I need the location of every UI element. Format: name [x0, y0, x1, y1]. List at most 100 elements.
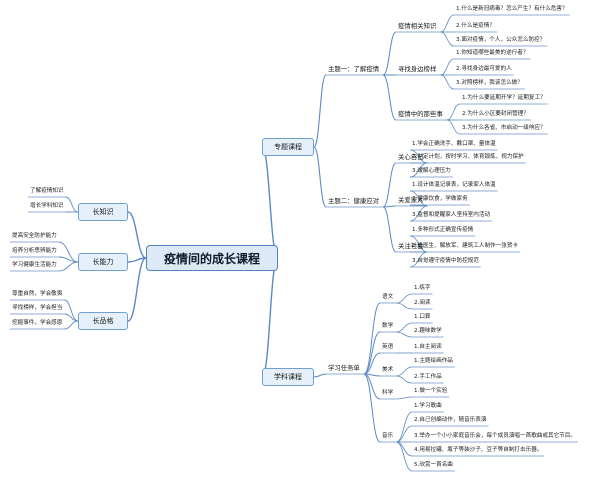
- subject-leaf: 2.趣味数学: [414, 327, 442, 334]
- subject-leaf: 1.学习歌曲: [414, 402, 442, 409]
- subject-leaf-connector: [396, 425, 413, 443]
- topic-leaf: 2.制定计划，按时学习、体育锻炼、视力保护: [412, 153, 524, 160]
- subject-leaf: 2.阅读: [414, 299, 431, 306]
- topic-leaf: 1.什么是新冠病毒？怎么产生？有什么危害？: [456, 5, 568, 12]
- group-connector: [382, 206, 397, 253]
- left-leaf-connector: [64, 320, 79, 330]
- group-label: 疫情中的那些事: [398, 110, 443, 119]
- theme-connector: [313, 146, 327, 208]
- topic-leaf-connector: [409, 190, 428, 207]
- root-topic: 疫情间的成长课程: [146, 245, 278, 271]
- left-leaf: 了解疫情知识: [30, 187, 64, 194]
- left-leaf: 培养分析思辨能力: [12, 247, 57, 254]
- subject-leaf: 3.举办一个小小家庭音乐会，每个成员演唱一首歌曲或其它节目。: [414, 432, 576, 439]
- subject-leaf: 1.自主阅读: [414, 343, 442, 350]
- left-leaf: 增长学科知识: [30, 202, 64, 209]
- subject-leaf-connector: [396, 375, 413, 384]
- topic-leaf: 1.学会正确洗手、戴口罩、量体温: [412, 140, 496, 147]
- topic-leaf: 3.为什么各省、市启动一级响应？: [462, 124, 546, 131]
- left-leaf: 尊重自然，学会敬畏: [12, 290, 63, 297]
- task-list-label: 学习任务单: [328, 364, 360, 373]
- topic-leaf: 2.健康饮食，学做家务: [412, 195, 468, 202]
- topic-leaf-connector: [409, 162, 428, 178]
- group-connector: [382, 74, 397, 121]
- subject-leaf-connector: [396, 441, 413, 472]
- group-label: 寻找身边榜样: [398, 65, 437, 74]
- subject-leaf-connector: [396, 366, 413, 377]
- right-branch-1: 学科课程: [262, 368, 314, 386]
- group-label: 关爱家人: [398, 196, 424, 205]
- subject-leaf: 5.欣赏一首名曲: [414, 461, 453, 468]
- subject-leaf: 2.自己创编动作，随音乐表演: [414, 416, 487, 423]
- subject-label: 科学: [382, 389, 394, 396]
- left-leaf-connector: [65, 196, 79, 213]
- subject-leaf: 1.练字: [414, 284, 431, 291]
- theme-connector: [313, 74, 327, 148]
- subject-leaf-connector: [396, 293, 413, 304]
- subject-label: 美术: [382, 366, 394, 373]
- subject-leaf-connector: [396, 411, 413, 443]
- left-branch-connector: [127, 257, 147, 322]
- topic-leaf-connector: [409, 251, 428, 268]
- task-list-connector: [313, 373, 327, 378]
- right-branch-0: 专题课程: [262, 138, 314, 156]
- topic-leaf: 2.给医生、解放军、建筑工人制作一张贺卡: [412, 242, 519, 249]
- subject-label: 音乐: [382, 432, 394, 439]
- subject-leaf-connector: [396, 441, 413, 457]
- subject-connector: [363, 352, 381, 375]
- subject-leaf-connector: [396, 396, 413, 400]
- topic-leaf-connector: [446, 119, 461, 135]
- left-leaf: 挖掘事件，学会感恩: [12, 319, 63, 326]
- subject-leaf-connector: [396, 322, 413, 333]
- topic-leaf: 1.为什么要延期开学？延期复工？: [462, 94, 546, 101]
- topic-leaf: 2.为什么小区要封闭管理？: [462, 110, 529, 117]
- group-connector: [382, 162, 397, 208]
- left-branch-connector: [127, 211, 147, 259]
- topic-leaf: 3.监督和提醒家人坚持室内活动: [412, 211, 491, 218]
- left-leaf: 提高安全防护能力: [12, 232, 57, 239]
- left-branch-0: 长知识: [78, 203, 128, 221]
- subject-connector: [363, 331, 381, 375]
- topic-leaf-connector: [409, 235, 428, 253]
- left-leaf-connector: [58, 261, 79, 272]
- topic-leaf: 3.面对疫情，个人，公众怎么防控？: [456, 36, 546, 43]
- subject-label: 英语: [382, 343, 394, 350]
- topic-leaf-connector: [440, 74, 455, 90]
- topic-leaf-connector: [440, 31, 455, 47]
- left-leaf: 学习健康生活能力: [12, 261, 57, 268]
- topic-leaf-connector: [440, 58, 455, 76]
- subject-leaf-connector: [396, 331, 413, 338]
- topic-leaf: 3.对照榜样，我该怎么做？: [456, 79, 523, 86]
- subject-label: 数学: [382, 322, 394, 329]
- left-branch-1: 长能力: [78, 253, 128, 271]
- left-branch-2: 长品格: [78, 312, 128, 330]
- left-branch-connector: [127, 257, 147, 263]
- subject-leaf: 2.手工作品: [414, 373, 442, 380]
- topic-leaf: 1.多种形式正确宣传疫情: [412, 226, 474, 233]
- theme-label: 主题一：了解疫情: [328, 65, 380, 74]
- subject-leaf: 1.口算: [414, 313, 431, 320]
- group-label: 疫情相关知识: [398, 22, 437, 31]
- topic-leaf-connector: [409, 205, 428, 222]
- group-connector: [383, 205, 397, 208]
- topic-leaf: 2.寻找身边最可爱的人: [456, 65, 512, 72]
- topic-leaf: 1.你知道哪些最美的逆行者？: [456, 49, 529, 56]
- topic-leaf: 2.什么是疫情？: [456, 22, 495, 29]
- subject-leaf: 1.主题绘画作品: [414, 357, 453, 364]
- subject-label: 语文: [382, 293, 394, 300]
- topic-leaf: 3.缓解心理压力: [412, 167, 451, 174]
- group-label: 关心自己: [398, 153, 424, 162]
- topic-leaf: 3.自觉遵守疫情中防控规范: [412, 257, 479, 264]
- topic-leaf: 1.设计体温记录表，记录家人体温: [412, 181, 496, 188]
- right-branch-connector: [261, 257, 279, 378]
- topic-leaf-connector: [440, 14, 455, 33]
- topic-leaf-connector: [446, 103, 461, 121]
- subject-leaf: 4.用易拉罐、瓶子等装沙子、豆子等自制打击乐器。: [414, 446, 543, 453]
- group-connector: [382, 31, 397, 76]
- subject-connector: [363, 373, 381, 443]
- subject-leaf-connector: [396, 302, 413, 310]
- subject-leaf: 1.做一个实验: [414, 387, 448, 394]
- left-leaf: 寻找榜样，学会担当: [12, 304, 63, 311]
- theme-label: 主题二：健康应对: [328, 197, 380, 206]
